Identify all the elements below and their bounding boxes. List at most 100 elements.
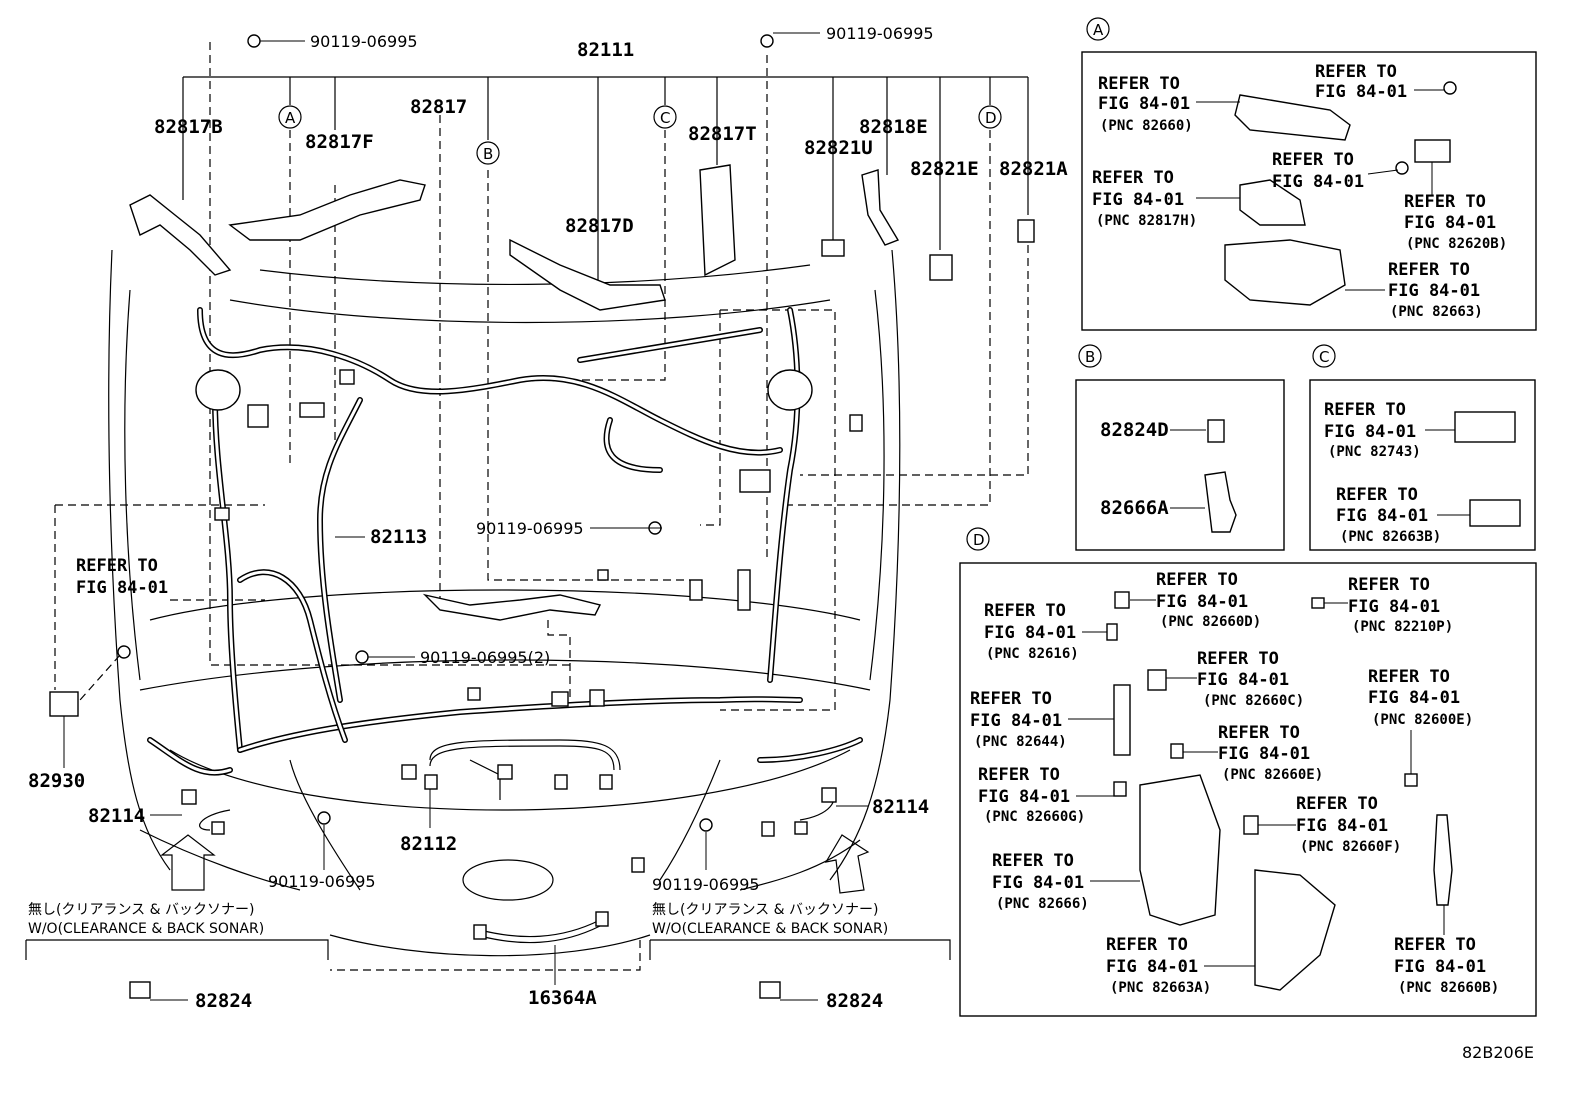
- panel-D-item5-pnc: (PNC 82600E): [1372, 712, 1473, 728]
- panel-D-title: D: [973, 531, 985, 549]
- panel-C-title: C: [1319, 348, 1329, 366]
- panel-A-item3-l2: FIG 84-01: [1092, 190, 1184, 210]
- left-refer-line1: REFER TO: [76, 556, 158, 576]
- label-82817F: 82817F: [305, 131, 374, 153]
- panel-B-82666A: 82666A: [1100, 497, 1169, 519]
- panel-D-item9-l2: FIG 84-01: [1296, 816, 1388, 836]
- panel-D-item10-l1: REFER TO: [992, 851, 1074, 871]
- panel-D-item6-l2: FIG 84-01: [970, 711, 1062, 731]
- panel-A-item6-l2: FIG 84-01: [1388, 281, 1480, 301]
- note-left-jp: 無し(クリアランス & バックソナー): [28, 902, 254, 918]
- label-82821U: 82821U: [804, 137, 873, 159]
- label-82111: 82111: [577, 39, 634, 61]
- label-82817D: 82817D: [565, 215, 634, 237]
- figure-id: 82B206E: [1462, 1043, 1534, 1062]
- panel-D-item8-l1: REFER TO: [978, 765, 1060, 785]
- panel-B-title: B: [1085, 348, 1095, 366]
- label-82930: 82930: [28, 770, 85, 792]
- panel-D-item7-l2: FIG 84-01: [1218, 744, 1310, 764]
- panel-D-item1-pnc: (PNC 82660D): [1160, 614, 1261, 630]
- marker-D: D: [985, 109, 997, 127]
- panel-D-item12-l1: REFER TO: [1394, 935, 1476, 955]
- vehicle-outline: [108, 249, 901, 957]
- panel-A-item6-l1: REFER TO: [1388, 260, 1470, 280]
- panel-A-item5-pnc: (PNC 82620B): [1406, 236, 1507, 252]
- panel-B-82824D: 82824D: [1100, 419, 1169, 441]
- panel-D-item4-l1: REFER TO: [1197, 649, 1279, 669]
- circle-markers: A B C D: [278, 105, 1002, 165]
- panel-A-title: A: [1093, 21, 1104, 39]
- panel-A-item1-l2: FIG 84-01: [1098, 94, 1190, 114]
- label-16364A: 16364A: [528, 987, 597, 1009]
- label-82114-left: 82114: [88, 805, 145, 827]
- panel-D-item5-l2: FIG 84-01: [1368, 688, 1460, 708]
- label-82113: 82113: [370, 526, 427, 548]
- marker-C: C: [660, 109, 670, 127]
- main-harness: [147, 307, 863, 944]
- note-right-en: W/O(CLEARANCE & BACK SONAR): [652, 921, 888, 937]
- panel-A-item5-l1: REFER TO: [1404, 192, 1486, 212]
- label-82114-right: 82114: [872, 796, 929, 818]
- panel-A-item1-pnc: (PNC 82660): [1100, 118, 1193, 134]
- part-labels: 82111 82817B 82817F 82817 82817T 82818E …: [28, 39, 1068, 1012]
- panel-D-item2-pnc: (PNC 82210P): [1352, 619, 1453, 635]
- panel-D-item9-l1: REFER TO: [1296, 794, 1378, 814]
- panel-A-item2-l2: FIG 84-01: [1315, 82, 1407, 102]
- leader-lines: [25, 32, 951, 1001]
- panel-D-item3-pnc: (PNC 82616): [986, 646, 1079, 662]
- panel-D-item6-pnc: (PNC 82644): [974, 734, 1067, 750]
- panel-D-item3-l2: FIG 84-01: [984, 623, 1076, 643]
- panel-B: B 82824D 82666A: [1075, 344, 1285, 551]
- bolt-code-bottom-right: 90119-06995: [652, 875, 760, 894]
- sonar-notes: 無し(クリアランス & バックソナー) W/O(CLEARANCE & BACK…: [28, 902, 888, 937]
- panel-D-item11-l2: FIG 84-01: [1106, 957, 1198, 977]
- panel-C-item1-l2: FIG 84-01: [1324, 422, 1416, 442]
- panel-D-item9-pnc: (PNC 82660F): [1300, 839, 1401, 855]
- bolt-code-top-left: 90119-06995: [310, 32, 418, 51]
- panel-C: C REFER TO FIG 84-01 (PNC 82743) REFER T…: [1309, 344, 1536, 551]
- panel-D-item2-l2: FIG 84-01: [1348, 597, 1440, 617]
- panel-D-item8-pnc: (PNC 82660G): [984, 809, 1085, 825]
- panel-D-item4-l2: FIG 84-01: [1197, 670, 1289, 690]
- panel-D: D REFER TO FIG 84-01 (PNC 82660D) REFER …: [959, 527, 1537, 1017]
- bolt-code-bottom-left: 90119-06995: [268, 872, 376, 891]
- bolt-code-lower-qty: 90119-06995(2): [420, 648, 550, 667]
- panel-D-item7-pnc: (PNC 82660E): [1222, 767, 1323, 783]
- bolt-code-middle: 90119-06995: [476, 519, 584, 538]
- panel-D-item1-l1: REFER TO: [1156, 570, 1238, 590]
- panel-A-item6-pnc: (PNC 82663): [1390, 304, 1483, 320]
- left-refer-note: REFER TO FIG 84-01: [76, 556, 168, 598]
- panel-D-item2-l1: REFER TO: [1348, 575, 1430, 595]
- panel-D-item11-pnc: (PNC 82663A): [1110, 980, 1211, 996]
- panel-D-item7-l1: REFER TO: [1218, 723, 1300, 743]
- label-82817B: 82817B: [154, 116, 223, 138]
- panel-A-item4-l1: REFER TO: [1272, 150, 1354, 170]
- panel-D-item10-pnc: (PNC 82666): [996, 896, 1089, 912]
- panel-A-item2-l1: REFER TO: [1315, 62, 1397, 82]
- label-82817: 82817: [410, 96, 467, 118]
- label-82824-left: 82824: [195, 990, 252, 1012]
- left-refer-line2: FIG 84-01: [76, 578, 168, 598]
- label-82824-right: 82824: [826, 990, 883, 1012]
- marker-A: A: [285, 109, 296, 127]
- panel-C-item2-pnc: (PNC 82663B): [1340, 529, 1441, 545]
- panel-C-item1-pnc: (PNC 82743): [1328, 444, 1421, 460]
- panel-A-item3-pnc: (PNC 82817H): [1096, 213, 1197, 229]
- label-82818E: 82818E: [859, 116, 928, 138]
- panel-C-item1-l1: REFER TO: [1324, 400, 1406, 420]
- part-shapes: [49, 34, 1035, 999]
- panel-D-item4-pnc: (PNC 82660C): [1203, 693, 1304, 709]
- panel-D-item10-l2: FIG 84-01: [992, 873, 1084, 893]
- panel-C-item2-l2: FIG 84-01: [1336, 506, 1428, 526]
- panel-D-item12-l2: FIG 84-01: [1394, 957, 1486, 977]
- label-82112: 82112: [400, 833, 457, 855]
- panel-D-item12-pnc: (PNC 82660B): [1398, 980, 1499, 996]
- panel-D-item5-l1: REFER TO: [1368, 667, 1450, 687]
- note-left-en: W/O(CLEARANCE & BACK SONAR): [28, 921, 264, 937]
- label-82817T: 82817T: [688, 123, 757, 145]
- note-right-jp: 無し(クリアランス & バックソナー): [652, 902, 878, 918]
- panel-D-item11-l1: REFER TO: [1106, 935, 1188, 955]
- bolt-code-top-center: 90119-06995: [826, 24, 934, 43]
- panel-C-item2-l1: REFER TO: [1336, 485, 1418, 505]
